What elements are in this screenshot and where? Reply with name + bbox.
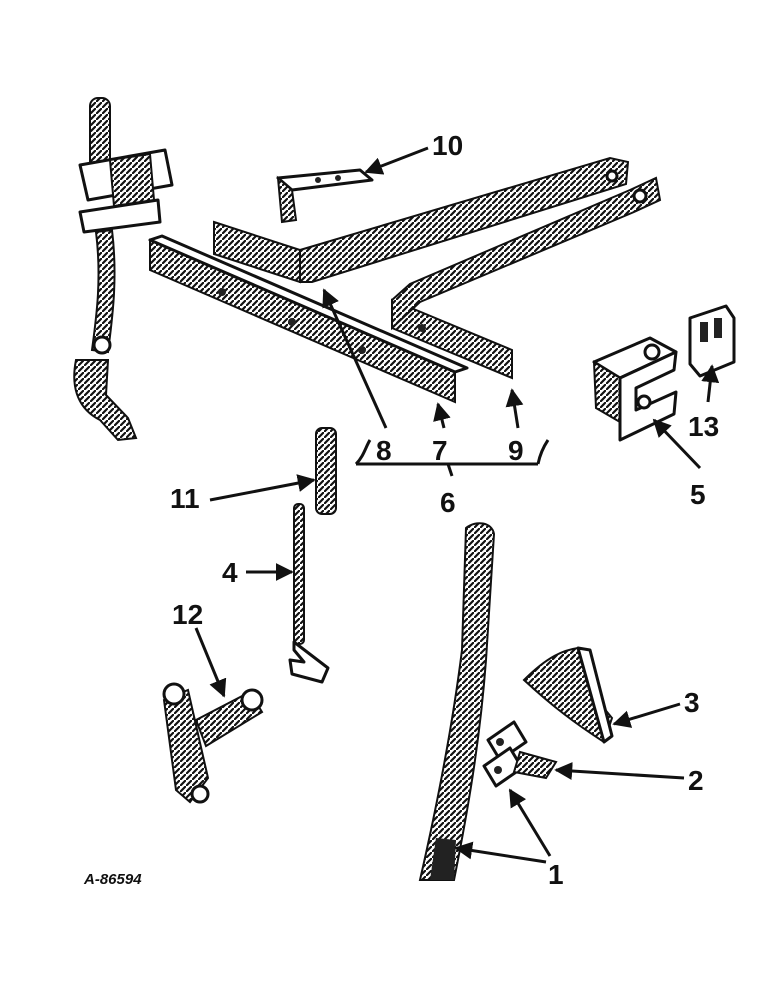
callout-3: 3 (684, 687, 700, 718)
group-brace-left (354, 439, 372, 466)
callout-1: 1 (548, 859, 564, 890)
callout-7: 7 (432, 435, 448, 466)
leader-3 (612, 702, 681, 728)
part-3-plate (522, 646, 614, 744)
leader-10 (364, 146, 429, 175)
part-9-strap (391, 176, 662, 380)
group-brace-tip (446, 463, 454, 477)
part-10-bracket (276, 168, 374, 224)
part-12-casting (162, 682, 264, 804)
callout-9: 9 (508, 435, 524, 466)
leader-2 (554, 762, 685, 780)
part-13-plate (688, 304, 736, 378)
callout-12: 12 (172, 599, 203, 630)
callout-10: 10 (432, 130, 463, 161)
part-7-bar (148, 234, 469, 404)
callout-13: 13 (688, 411, 719, 442)
part-5-clamp (592, 336, 678, 442)
part-11-spring (315, 427, 337, 515)
part-4-rod (288, 503, 330, 684)
leader-1b (508, 788, 552, 857)
leader-8 (322, 288, 388, 429)
leader-12 (194, 627, 227, 698)
figure-id: A-86594 (83, 871, 142, 888)
leader-9 (505, 388, 524, 429)
leader-1a (454, 841, 547, 864)
part-8-strap (213, 156, 630, 284)
leader-13 (701, 364, 720, 403)
leader-7 (433, 402, 451, 429)
callout-2: 2 (688, 765, 704, 796)
callout-4: 4 (222, 557, 238, 588)
callout-6: 6 (440, 487, 456, 518)
callout-11: 11 (170, 483, 200, 514)
part-2-link (482, 720, 558, 788)
callout-8: 8 (376, 435, 392, 466)
group-brace-right (536, 439, 550, 465)
part-1-lever (418, 522, 496, 881)
leader-5 (652, 418, 702, 470)
leader-11 (209, 474, 316, 502)
lever-assembly-left (73, 97, 174, 442)
callout-5: 5 (690, 479, 706, 510)
